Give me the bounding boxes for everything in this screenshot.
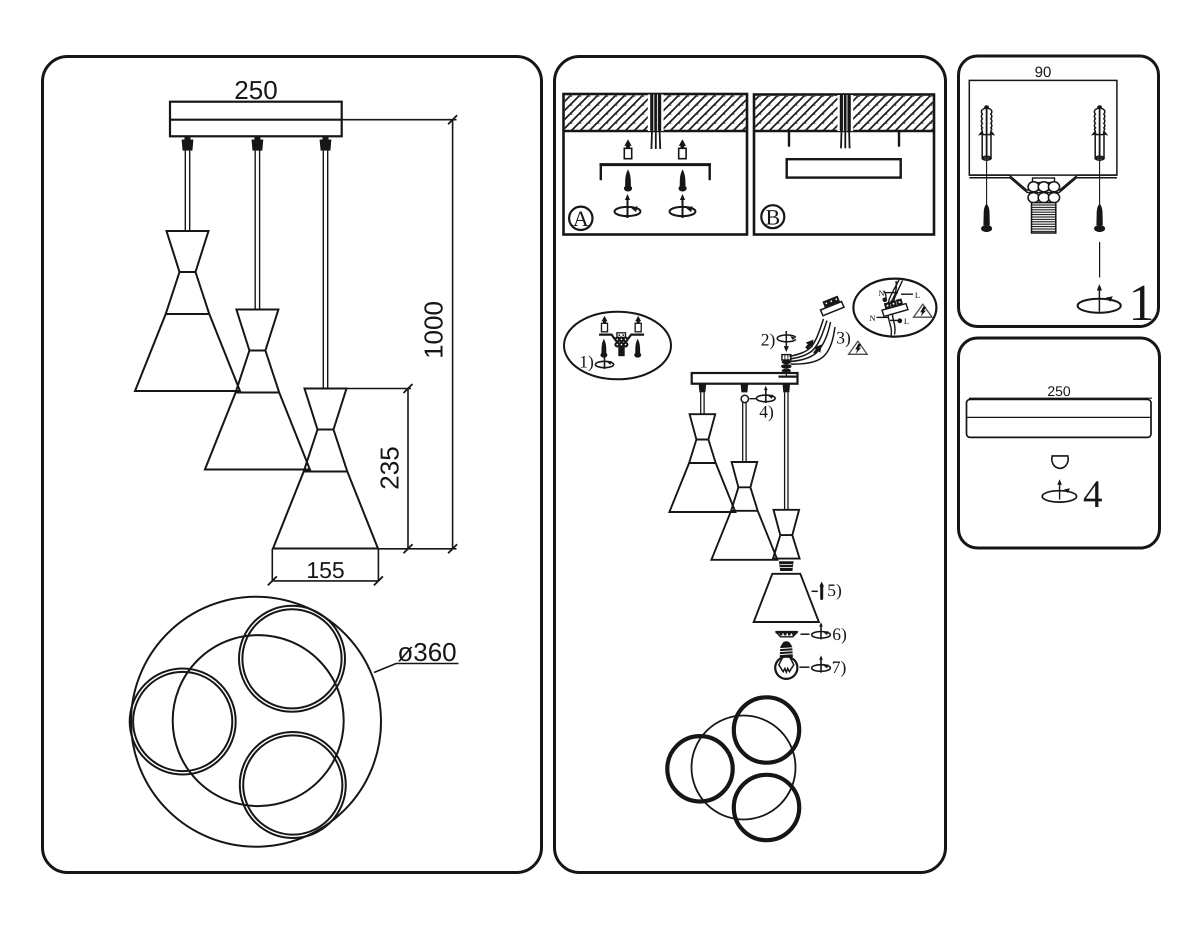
svg-text:1000: 1000 bbox=[419, 301, 449, 359]
svg-text:3): 3) bbox=[836, 328, 851, 348]
svg-text:1: 1 bbox=[1129, 275, 1155, 332]
svg-text:4: 4 bbox=[1083, 473, 1103, 516]
svg-text:B: B bbox=[765, 205, 780, 230]
svg-text:L: L bbox=[915, 290, 920, 300]
svg-text:6): 6) bbox=[832, 624, 847, 644]
svg-text:90: 90 bbox=[1035, 64, 1052, 81]
svg-text:1): 1) bbox=[579, 352, 594, 372]
svg-text:4): 4) bbox=[759, 402, 774, 422]
svg-text:N: N bbox=[869, 313, 875, 323]
svg-text:235: 235 bbox=[375, 446, 405, 489]
svg-text:155: 155 bbox=[306, 557, 344, 583]
svg-text:L: L bbox=[904, 316, 909, 326]
svg-text:5): 5) bbox=[827, 580, 842, 600]
svg-text:250: 250 bbox=[234, 75, 277, 105]
svg-text:2): 2) bbox=[761, 330, 776, 350]
svg-text:ø360: ø360 bbox=[397, 637, 456, 667]
svg-text:N: N bbox=[878, 288, 884, 298]
svg-text:7): 7) bbox=[832, 657, 847, 677]
svg-text:A: A bbox=[573, 206, 589, 231]
svg-text:250: 250 bbox=[1047, 383, 1071, 399]
